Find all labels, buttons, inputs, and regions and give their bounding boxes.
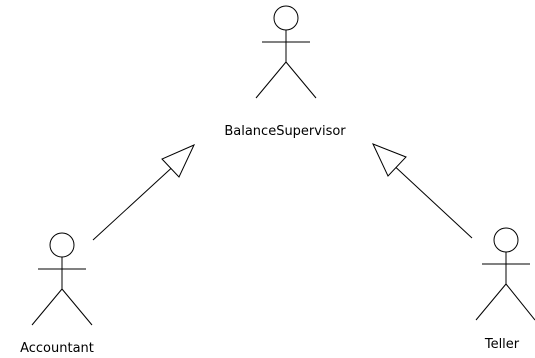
generalization-arrowhead-icon — [161, 144, 196, 178]
actor-figure-icon — [255, 5, 317, 99]
actor-figure-icon — [475, 227, 535, 321]
generalization-line — [92, 161, 179, 241]
actor-accountant[interactable]: Accountant — [20, 232, 94, 356]
actor-label-balance-supervisor: BalanceSupervisor — [224, 124, 346, 139]
generalization-teller-to-balance-supervisor[interactable] — [372, 143, 473, 239]
generalization-arrowhead-icon — [372, 143, 407, 177]
actor-label-accountant: Accountant — [20, 341, 94, 356]
generalization-accountant-to-balance-supervisor[interactable] — [92, 144, 196, 241]
actor-balance-supervisor[interactable]: BalanceSupervisor — [224, 5, 346, 139]
actor-label-teller: Teller — [484, 337, 520, 352]
actor-teller[interactable]: Teller — [475, 227, 535, 352]
generalization-line — [388, 160, 473, 239]
actor-figure-icon — [31, 232, 93, 326]
